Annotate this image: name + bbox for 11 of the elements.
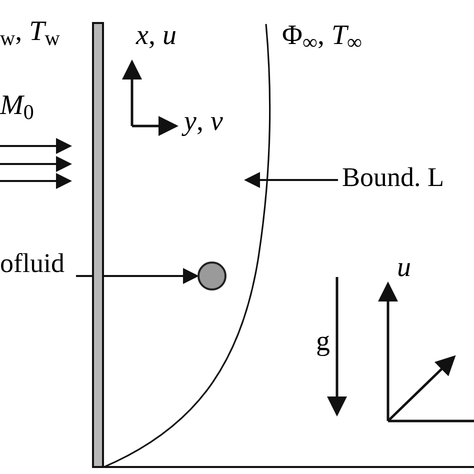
arrow: [244, 172, 338, 188]
symbol-label: x, u: [136, 22, 176, 50]
symbol-label: u: [397, 254, 411, 282]
symbol-label: Φ$_{∞}$, T$_{∞}$: [282, 22, 362, 50]
wall-plate: [92, 22, 104, 468]
particle-circle: [197, 261, 227, 291]
symbol-label: g: [316, 328, 330, 356]
symbol-label: $_{w}$, T$_{w}$: [0, 18, 60, 46]
symbol-label: y, v: [184, 108, 223, 136]
symbol-label: M$_{0}$: [0, 92, 34, 120]
arrow: [76, 268, 199, 284]
